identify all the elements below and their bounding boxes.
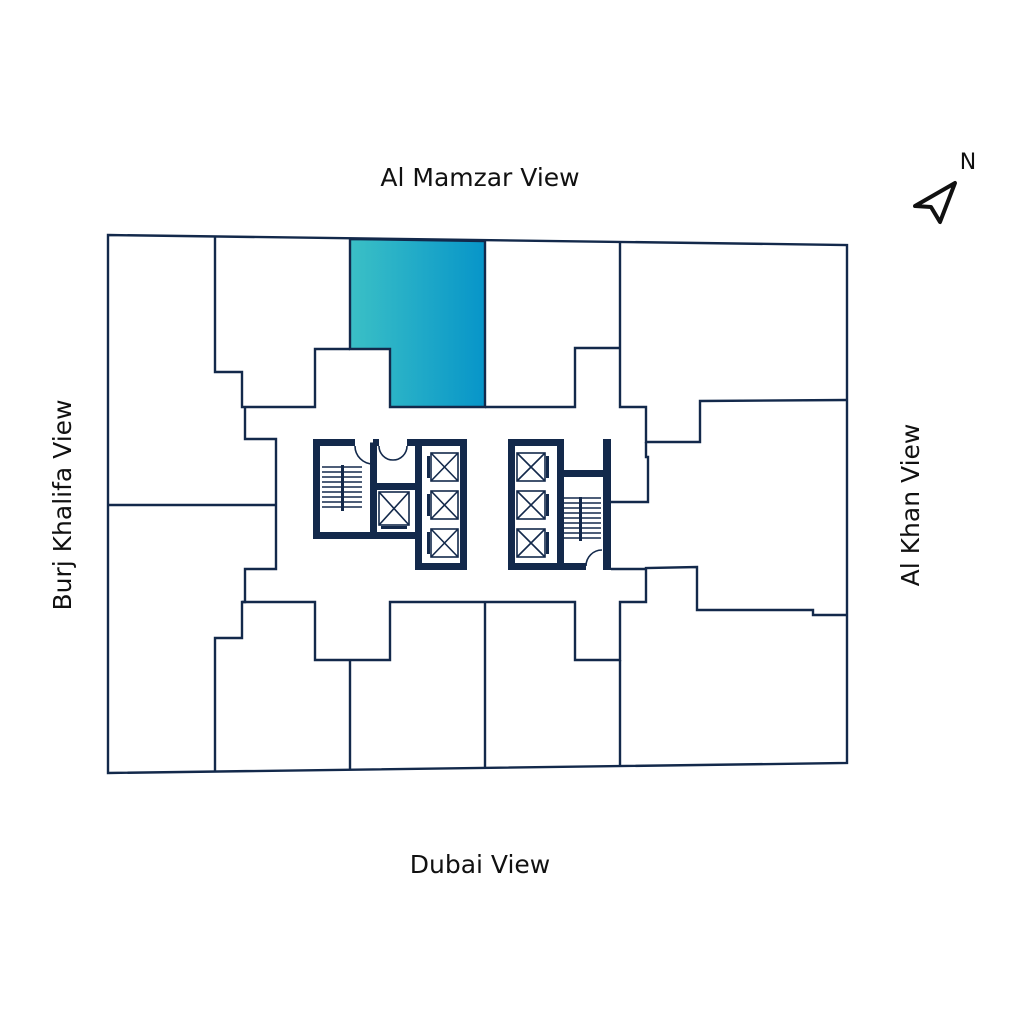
building-outline xyxy=(106,233,849,775)
east-view-label: Al Khan View xyxy=(896,424,925,587)
elevator-bank-left xyxy=(415,439,467,570)
south-view-label: Dubai View xyxy=(410,850,551,879)
stair-right-icon xyxy=(560,439,611,570)
building-core xyxy=(313,439,611,570)
elevator-icon xyxy=(373,491,418,539)
unit-dividers xyxy=(108,237,848,772)
stair-left-icon xyxy=(313,439,415,539)
west-view-label: Burj Khalifa View xyxy=(48,399,77,610)
north-view-label: Al Mamzar View xyxy=(380,163,579,192)
highlighted-unit[interactable] xyxy=(348,237,487,409)
north-arrow-icon xyxy=(913,181,957,224)
north-label: N xyxy=(960,150,976,175)
elevator-bank-right xyxy=(508,439,564,570)
